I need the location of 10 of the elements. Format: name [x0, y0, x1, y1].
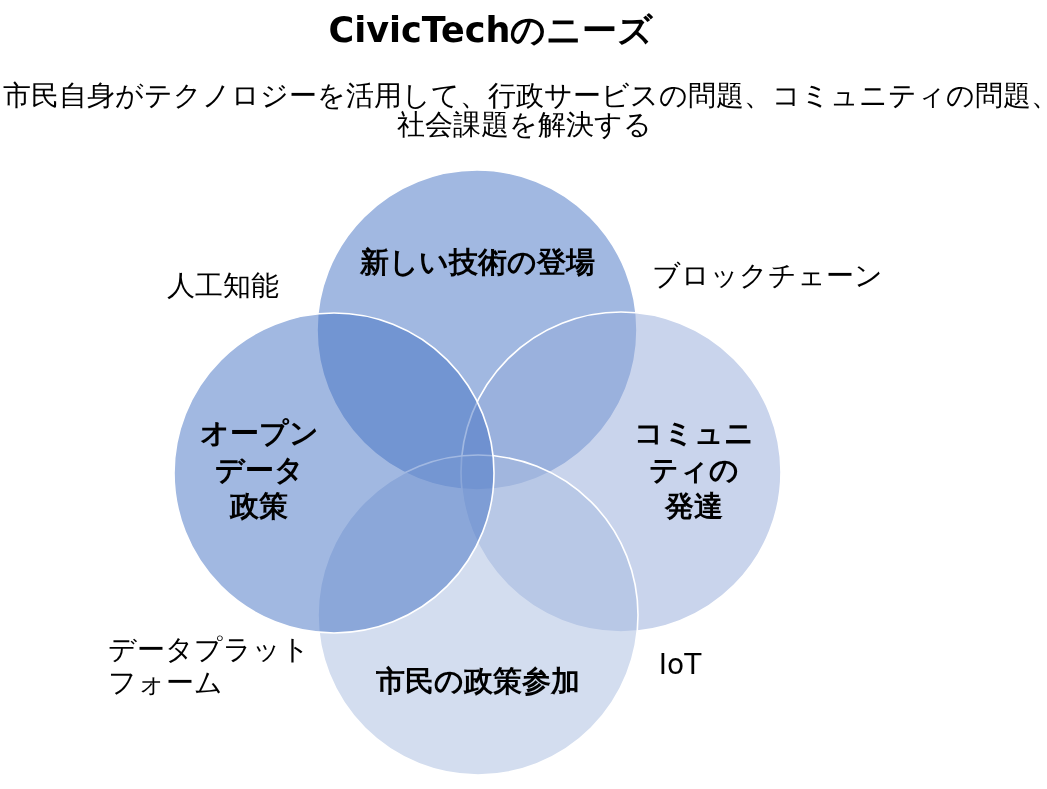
topic-label: コミュニティの発達 — [634, 415, 754, 525]
technology-label: ブロックチェーン — [651, 259, 883, 293]
technology-label: IoT — [658, 648, 702, 682]
subtitle: 市民自身がテクノロジーを活用して、行政サービスの問題、コミュニティの問題、社会課題を解決する — [3, 80, 1045, 139]
technology-label: 人工知能 — [167, 269, 279, 303]
topic-label: 新しい技術の登場 — [359, 244, 595, 280]
technology-label: データプラットフォーム — [108, 632, 310, 699]
topic-label: 市民の政策参加 — [376, 663, 580, 699]
title: CivicTechのニーズ — [328, 9, 654, 51]
topic-label: オープンデータ政策 — [199, 415, 319, 525]
